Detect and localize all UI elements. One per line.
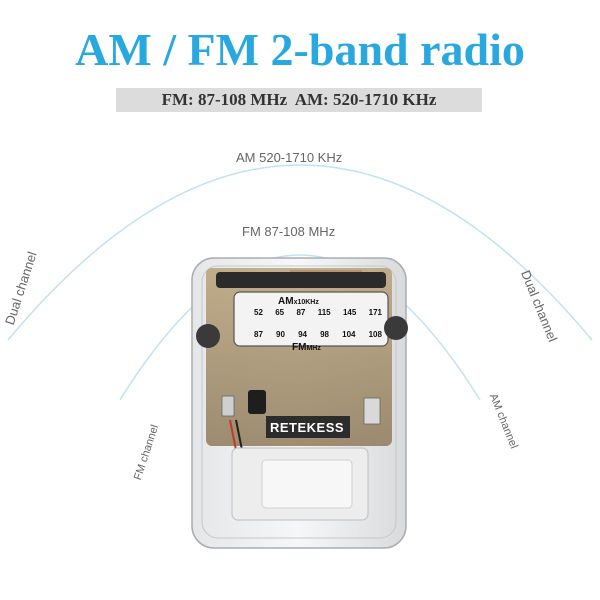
fm-scale-mark: 104	[342, 330, 356, 339]
fm-scale-mark: 94	[298, 330, 307, 339]
fm-scale-mark: 108	[368, 330, 382, 339]
inner-arc	[119, 254, 481, 401]
fm-scale: 87 90 94 98 104 108	[254, 330, 382, 339]
fm-scale-mark: 87	[254, 330, 263, 339]
tuning-dial-window	[233, 291, 389, 347]
fm-scale-mark: 90	[276, 330, 285, 339]
am-scale-mark: 171	[368, 308, 382, 317]
dial-fm-unit: MHz	[306, 345, 321, 352]
am-scale-mark: 65	[275, 308, 285, 317]
brand-logo: RETEKESS	[270, 420, 345, 435]
fm-scale-mark: 98	[320, 330, 329, 339]
am-scale-mark: 145	[342, 308, 357, 317]
dial-am-unit: x10KHz	[293, 299, 319, 306]
ferrite-bar	[216, 272, 386, 288]
component-right	[363, 397, 381, 425]
fm-band-label: FM 87-108 MHz	[242, 224, 336, 239]
capacitor	[248, 390, 266, 414]
am-scale-mark: 87	[296, 308, 306, 317]
dial-fm-label: FMMHz	[292, 342, 321, 353]
frequency-spec-bar: FM: 87-108 MHz AM: 520-1710 KHz	[116, 88, 482, 112]
volume-knob	[196, 324, 220, 348]
component-x2	[221, 395, 235, 417]
brand-plate	[266, 416, 350, 438]
outer-arc	[7, 164, 593, 341]
am-scale: 52 65 87 115 145 171	[254, 308, 382, 317]
am-band-label: AM 520-1710 KHz	[236, 150, 343, 165]
radio-case-inner	[201, 265, 397, 539]
am-scale-mark: 52	[254, 308, 263, 317]
dial-am-text: AM	[278, 296, 294, 307]
dial-fm-text: FM	[292, 342, 307, 353]
am-scale-mark: 115	[317, 308, 331, 317]
battery-slot	[261, 459, 353, 509]
tuning-knob	[384, 316, 408, 340]
page-title: AM / FM 2-band radio	[75, 24, 525, 75]
dial-am-label: AMx10KHz	[278, 296, 319, 307]
